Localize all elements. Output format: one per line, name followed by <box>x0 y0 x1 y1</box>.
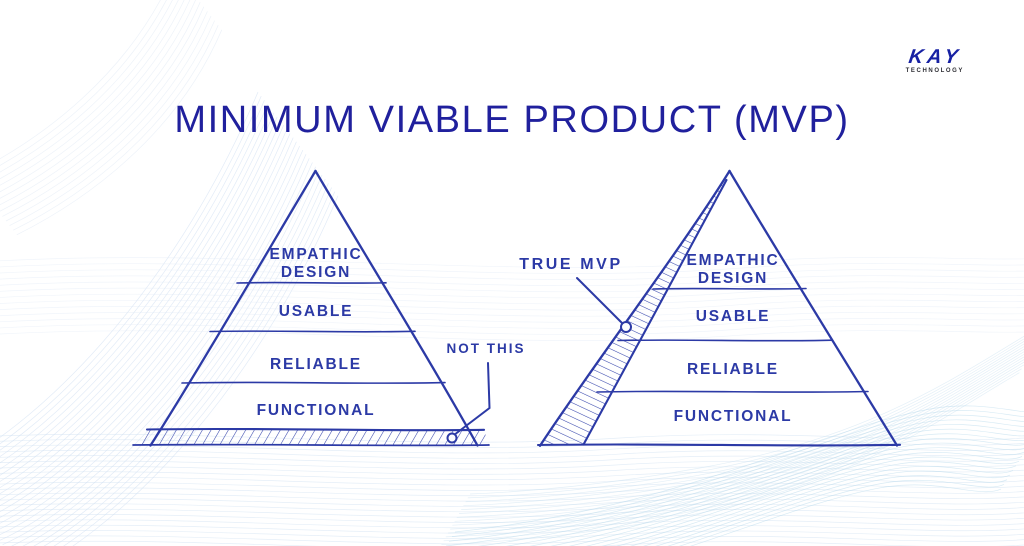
background-wave-bundle <box>440 321 1024 546</box>
left-pyramid-outline <box>149 169 479 447</box>
background-wave-bundle <box>0 256 1024 342</box>
true-mvp-label: TRUE MVP <box>519 256 622 273</box>
true-mvp-marker-circle <box>620 321 632 333</box>
not-this-label: NOT THIS <box>447 341 526 356</box>
kay-logo-tagline: TECHNOLOGY <box>905 68 964 74</box>
right-pyramid-label-functional: FUNCTIONAL <box>674 408 793 425</box>
not-this-callout: NOT THIS <box>446 341 526 444</box>
left-pyramid-base-strip-hatch <box>134 430 489 445</box>
right-pyramid-layer-dividers <box>596 287 869 393</box>
right-pyramid-slice-boundary <box>582 178 728 446</box>
left-pyramid-label-usable: USABLE <box>279 303 354 320</box>
slide-title: MINIMUM VIABLE PRODUCT (MVP) <box>174 99 850 141</box>
true-mvp-leader-line <box>576 277 623 324</box>
right-pyramid-outline <box>538 169 899 447</box>
left-pyramid: EMPATHIC DESIGN USABLE RELIABLE FUNCTION… <box>132 169 490 447</box>
background-wave-bundle <box>403 405 1024 546</box>
right-pyramid-slice-hatch <box>541 176 728 444</box>
left-pyramid-label-functional: FUNCTIONAL <box>257 402 376 419</box>
right-pyramid-label-design: DESIGN <box>698 270 768 287</box>
right-pyramid-base-line <box>536 443 902 447</box>
not-this-leader-line <box>455 362 491 435</box>
background-wave-bundle <box>0 433 1024 546</box>
true-mvp-callout: TRUE MVP <box>519 256 632 333</box>
right-pyramid-label-usable: USABLE <box>696 308 771 325</box>
left-pyramid-layer-dividers <box>181 281 446 384</box>
right-pyramid: EMPATHIC DESIGN USABLE RELIABLE FUNCTION… <box>536 169 902 447</box>
right-pyramid-label-reliable: RELIABLE <box>687 361 779 378</box>
kay-logo-wordmark: KAY <box>906 46 963 68</box>
kay-logo: KAY TECHNOLOGY <box>905 46 964 75</box>
background-wave-bundle <box>0 91 339 546</box>
not-this-marker-circle <box>446 432 458 444</box>
right-pyramid-label-empathic: EMPATHIC <box>686 252 779 269</box>
left-pyramid-label-empathic: EMPATHIC <box>269 246 362 263</box>
left-pyramid-label-reliable: RELIABLE <box>270 356 362 373</box>
left-pyramid-base-lines <box>132 427 490 447</box>
left-pyramid-label-design: DESIGN <box>281 264 351 281</box>
